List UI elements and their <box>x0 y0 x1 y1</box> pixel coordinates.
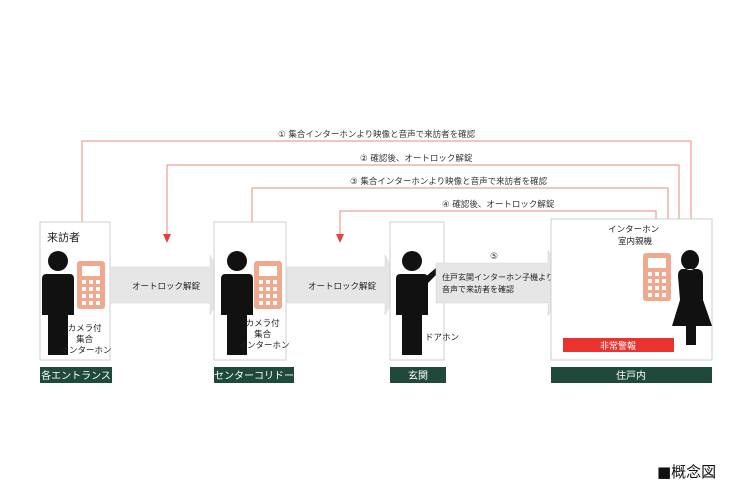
genkan-footer-label: 玄関 <box>408 369 428 382</box>
step5-arrow <box>435 249 567 317</box>
unit-device-label-2: 室内親機 <box>618 236 653 247</box>
doorphone-label: ドアホン <box>425 333 459 343</box>
corridor-footer-label: センターコリドー <box>214 370 294 382</box>
unit-footer <box>551 367 712 383</box>
step5-label-1: 住戸玄関インターホン子機より <box>442 272 554 282</box>
flow-line-2 <box>166 164 680 236</box>
genkan-raised-arm <box>424 268 439 284</box>
unit-monitor-icon <box>643 253 671 301</box>
unit-device-label-1: インターホン <box>608 225 659 235</box>
corridor-device-label-3: インターホン <box>238 341 289 351</box>
svg-text:インターホン 室内親機: インターホン 室内親機 <box>608 225 662 247</box>
flow-line-3 <box>251 187 669 233</box>
entrance-device-label-1: カメラ付 <box>68 323 103 334</box>
figure-caption: ■概念図 <box>657 463 716 481</box>
flow-label-3: ③ 集合インターホンより映像と音声で来訪者を確認 <box>350 176 548 187</box>
autolock-arrow-2-label: オートロック解錠 <box>308 281 377 292</box>
svg-text:住戸玄関インターホン子機より 音声で来訪者を確認: 住戸玄関インターホン子機より 音声で来訪者を確認 <box>442 272 556 294</box>
entrance-device-label-3: インターホン <box>60 346 111 356</box>
unit-person-icon <box>672 250 712 345</box>
svg-text:カメラ付 集合 インターホン: カメラ付 集合 インターホン <box>60 323 111 356</box>
entrance-intercom-icon <box>77 261 105 309</box>
genkan-footer <box>390 367 446 383</box>
entrance-footer <box>40 367 112 383</box>
entrance-footer-label: 各エントランス <box>41 369 111 382</box>
entrance-device-label-2: 集合 <box>76 334 94 345</box>
arrow-head-2 <box>163 234 171 243</box>
corridor-device-label-2: 集合 <box>254 329 272 340</box>
arrow-head-4 <box>336 234 344 243</box>
corridor-intercom-icon <box>254 261 282 309</box>
corridor-device-label-1: カメラ付 <box>246 318 281 329</box>
alarm-label: 非常警報 <box>600 340 636 352</box>
alarm-bar <box>563 338 674 352</box>
step5-label-2: 音声で来訪者を確認 <box>442 284 514 294</box>
flow-line-1 <box>81 140 692 233</box>
visitor-label: 来訪者 <box>47 230 80 244</box>
flow-label-2: ② 確認後、オートロック解錠 <box>360 153 473 164</box>
svg-text:カメラ付 集合 インターホン: カメラ付 集合 インターホン <box>238 318 289 351</box>
unit-footer-label: 住戸内 <box>616 369 646 382</box>
flow-label-1: ① 集合インターホンより映像と音声で来訪者を確認 <box>278 129 476 140</box>
step5-number: ⑤ <box>490 252 498 262</box>
corridor-footer <box>214 367 294 383</box>
autolock-arrow-1-label: オートロック解錠 <box>132 281 201 292</box>
flow-label-4: ④ 確認後、オートロック解錠 <box>442 199 555 210</box>
